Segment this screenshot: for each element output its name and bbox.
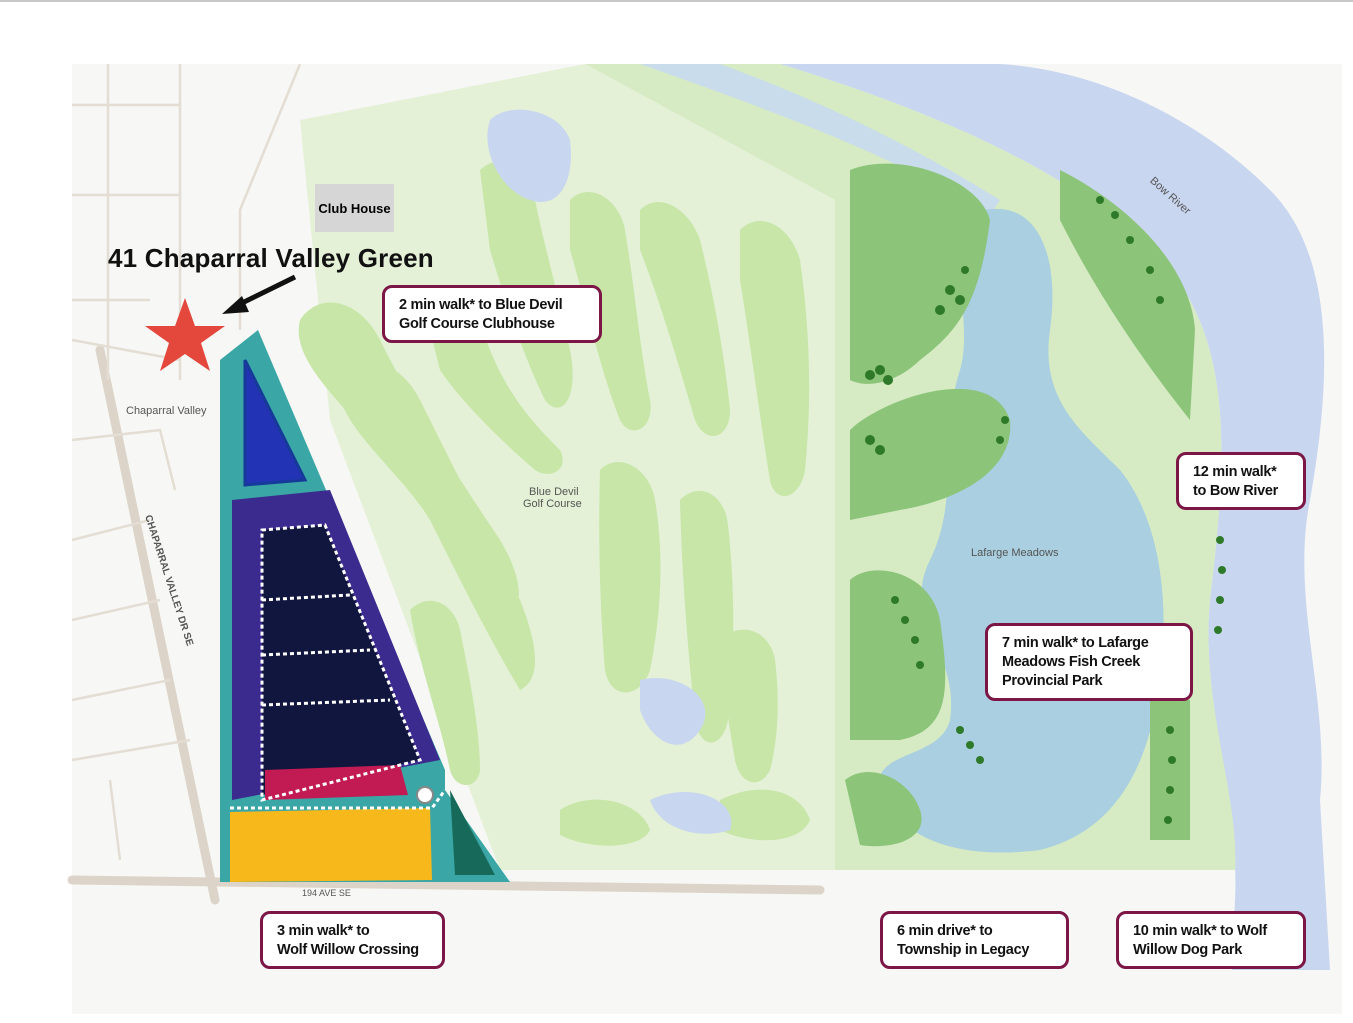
callout-lafarge: 7 min walk* to Lafarge Meadows Fish Cree… — [985, 623, 1193, 701]
park-green-2 — [850, 388, 1011, 520]
callout-wolf-willow-crossing-line2: Wolf Willow Crossing — [277, 942, 419, 958]
callout-wolf-willow-crossing: 3 min walk* to Wolf Willow Crossing — [260, 911, 445, 969]
address-title: 41 Chaparral Valley Green — [108, 243, 434, 273]
park-strip-south — [1150, 700, 1190, 840]
park-green-3 — [850, 570, 946, 740]
blue-devil-label-1: Blue Devil — [529, 486, 579, 498]
callout-township-line1: 6 min drive* to — [897, 923, 993, 939]
callout-lafarge-line3: Provincial Park — [1002, 673, 1103, 689]
callout-bow-river-line1: 12 min walk* — [1193, 464, 1277, 480]
parcel-yellow — [230, 808, 432, 882]
callout-lafarge-line2: Meadows Fish Creek — [1002, 654, 1141, 670]
callout-dog-park-line1: 10 min walk* to Wolf — [1133, 923, 1267, 939]
club-house-label: Club House — [315, 184, 394, 232]
callout-township-line2: Township in Legacy — [897, 942, 1030, 958]
callout-township: 6 min drive* to Township in Legacy — [880, 911, 1069, 969]
chaparral-valley-label: Chaparral Valley — [126, 405, 207, 417]
callout-clubhouse-line2: Golf Course Clubhouse — [399, 316, 555, 332]
callout-dog-park: 10 min walk* to Wolf Willow Dog Park — [1116, 911, 1306, 969]
callout-bow-river-line2: to Bow River — [1193, 483, 1279, 499]
callout-wolf-willow-crossing-line1: 3 min walk* to — [277, 923, 370, 939]
lafarge-meadows-label: Lafarge Meadows — [971, 547, 1059, 559]
tree-clusters — [865, 196, 1226, 824]
ponds — [487, 109, 732, 834]
parcel-green-triangle — [450, 790, 495, 875]
bow-river — [780, 64, 1330, 970]
parcel-navy — [262, 525, 420, 795]
fairways — [298, 161, 810, 846]
parcel-blue — [243, 359, 308, 487]
park-green-1 — [850, 163, 990, 384]
blue-devil-label-2: Golf Course — [523, 498, 582, 510]
callout-dog-park-line2: Willow Dog Park — [1133, 942, 1242, 958]
park-green-4 — [845, 771, 922, 847]
internal-paths — [230, 523, 447, 810]
park-strip-east — [1060, 170, 1195, 420]
callout-bow-river: 12 min walk* to Bow River — [1176, 452, 1306, 510]
callout-clubhouse-line1: 2 min walk* to Blue Devil — [399, 297, 563, 313]
star-marker-icon — [145, 298, 225, 371]
arrow-icon — [222, 274, 297, 314]
roads — [67, 345, 825, 905]
roundabout — [416, 786, 434, 804]
ave-194-label: 194 AVE SE — [302, 888, 351, 898]
top-border — [0, 0, 1353, 2]
parcel-magenta — [265, 765, 408, 800]
callout-lafarge-line1: 7 min walk* to Lafarge — [1002, 635, 1149, 651]
callout-clubhouse: 2 min walk* to Blue Devil Golf Course Cl… — [382, 285, 602, 343]
